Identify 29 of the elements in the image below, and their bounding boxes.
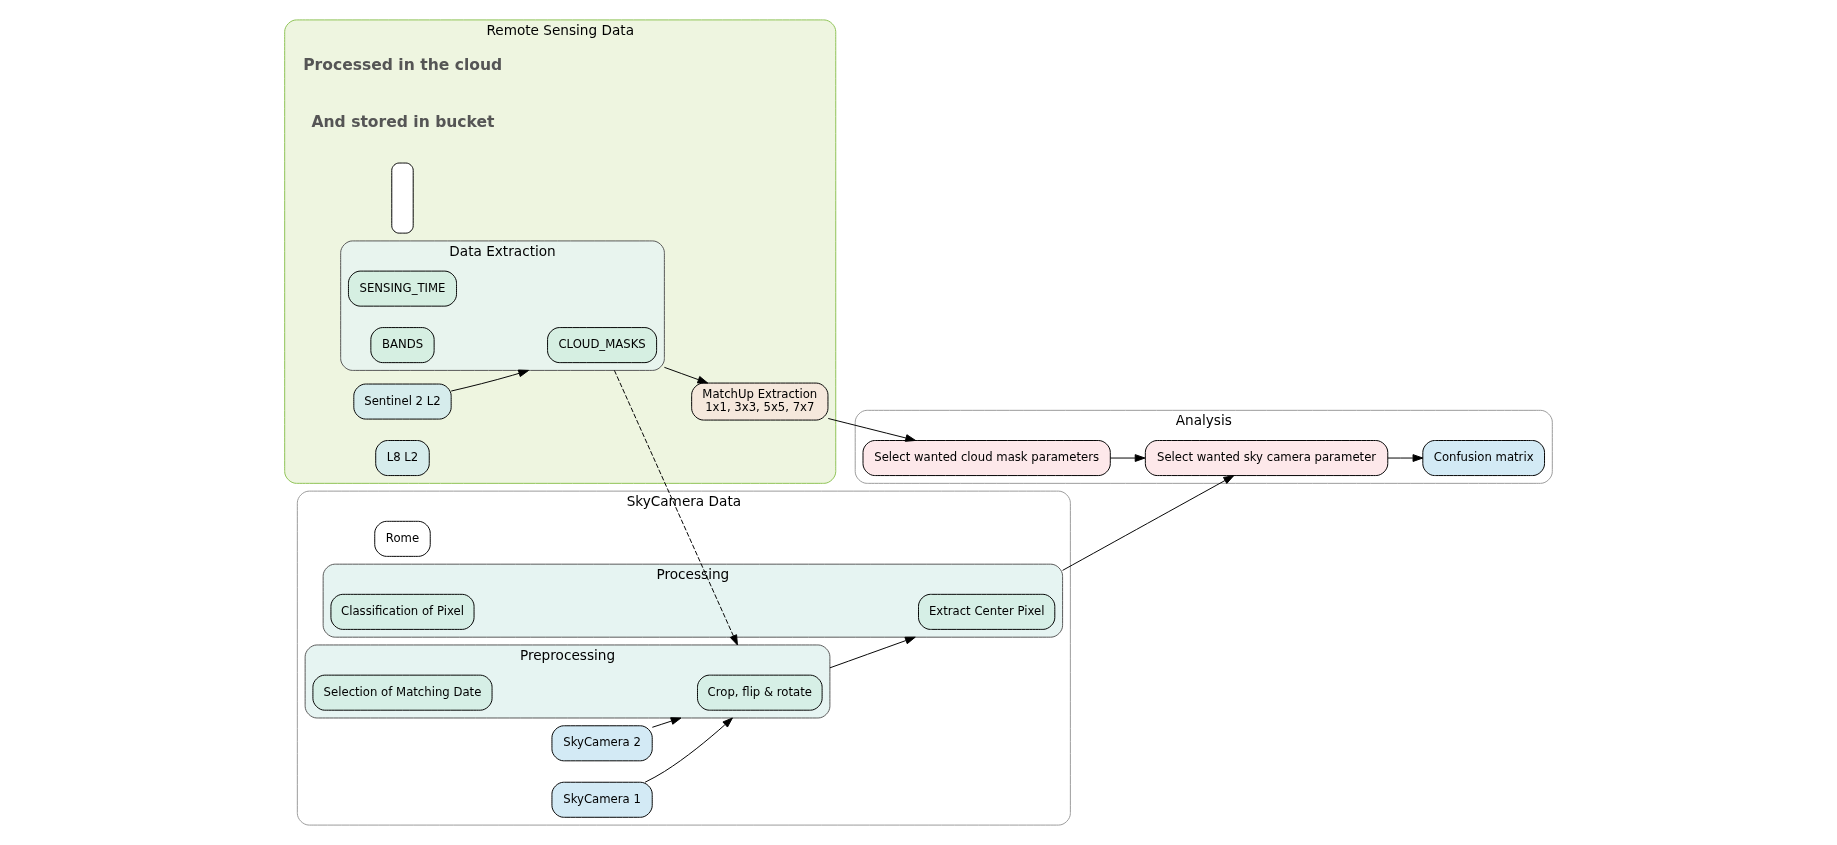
arrow xyxy=(827,418,916,442)
node-box: Extract Center Pixel xyxy=(918,593,1056,630)
label: And stored in bucket xyxy=(311,112,495,131)
node-box xyxy=(391,162,414,234)
node-box: Sentinel 2 L2 xyxy=(353,383,452,420)
arrow xyxy=(1109,454,1146,462)
arrow xyxy=(1062,475,1235,571)
node-box: Crop, flip & rotate xyxy=(697,674,823,711)
node-box: SkyCamera 1 xyxy=(551,781,653,818)
node-box: Select wanted sky camera parameter xyxy=(1144,440,1389,477)
arrow xyxy=(829,636,916,669)
label: Processed in the cloud xyxy=(303,56,503,75)
node-box: Selection of Matching Date xyxy=(312,674,493,711)
node-box: Classification of Pixel xyxy=(330,593,475,630)
node-box: Rome xyxy=(374,520,431,557)
arrow xyxy=(1387,454,1424,462)
arrow xyxy=(450,369,530,392)
node-box: Confusion matrix xyxy=(1422,440,1545,477)
node-box: SkyCamera 2 xyxy=(551,725,653,762)
node-box: Select wanted cloud mask parameters xyxy=(862,440,1111,477)
node-box: SENSING_TIME xyxy=(347,270,457,307)
arrow xyxy=(663,366,709,384)
node-box: BANDS xyxy=(370,327,435,364)
arrow xyxy=(651,717,682,728)
node-box: MatchUp Extraction 1x1, 3x3, 5x5, 7x7 xyxy=(691,382,829,421)
node-box: CLOUD_MASKS xyxy=(547,327,658,364)
arrow xyxy=(644,717,733,783)
node-box: L8 L2 xyxy=(375,440,430,477)
arrow xyxy=(613,369,738,646)
